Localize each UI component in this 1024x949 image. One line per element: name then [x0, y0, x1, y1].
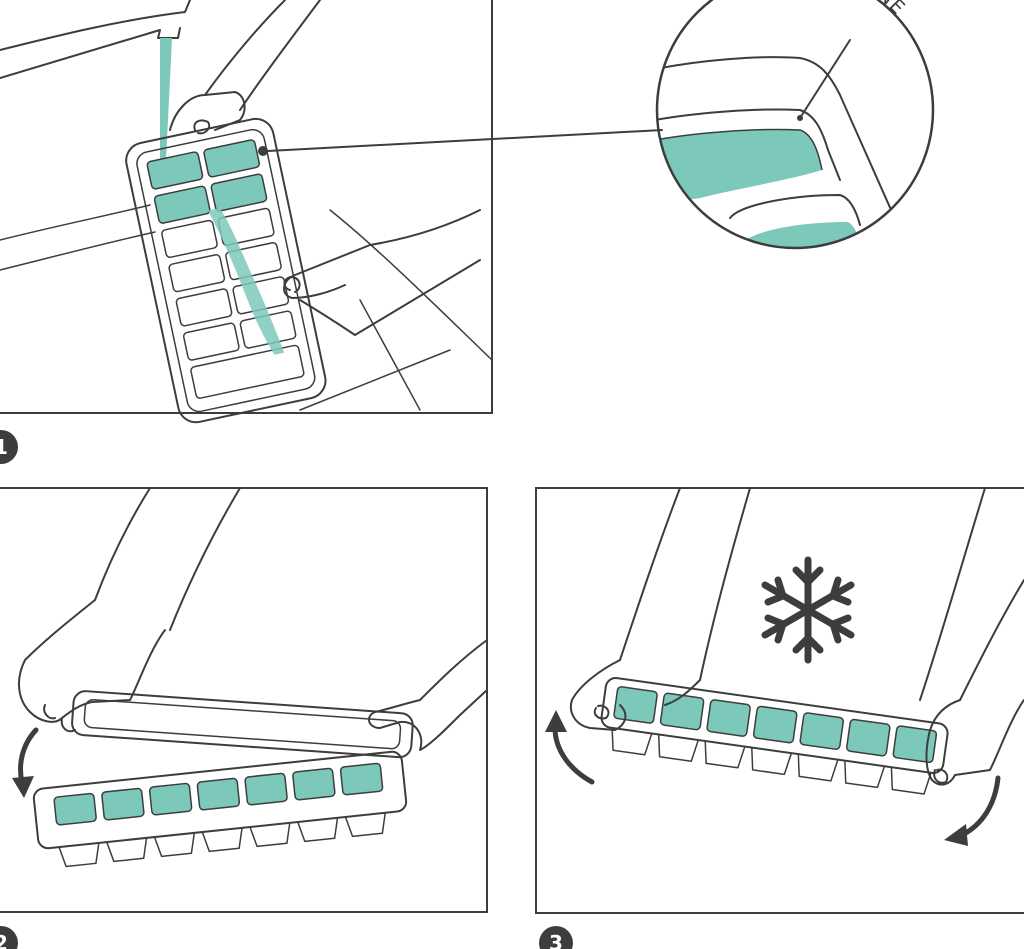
callout-water-fill [657, 129, 822, 205]
svg-text:1: 1 [0, 435, 8, 459]
fill-line-indicator [799, 39, 851, 119]
left-hand-panel-2 [18, 599, 166, 733]
right-arm-panel-3 [919, 487, 1024, 701]
sink-edge-left [0, 204, 156, 271]
max-fill-callout: MAX FILL LINE [655, 0, 935, 250]
callout-pointer-line [267, 129, 663, 152]
right-hand-panel-3 [925, 699, 1024, 786]
callout-tray-rim-inner [657, 108, 841, 181]
left-hand [169, 0, 321, 135]
twist-arrow-left-icon [552, 725, 595, 785]
svg-text:2: 2 [0, 931, 8, 949]
water-stream [160, 38, 172, 160]
panel-1-frame [0, 0, 493, 414]
left-arm [94, 487, 241, 631]
right-hand [283, 209, 481, 336]
right-arm [419, 639, 488, 701]
ice-tray-panel-2 [32, 750, 408, 868]
panel-step-1 [0, 0, 663, 424]
rotate-arrow-icon [18, 727, 39, 785]
left-hand-panel-3 [570, 659, 701, 731]
callout-tray-rim-outer [657, 56, 901, 231]
panel-3-frame [535, 487, 1024, 914]
max-fill-line-label: MAX FILL LINE [760, 0, 910, 19]
sink-edge-right [299, 209, 493, 411]
tray-rim [136, 128, 316, 413]
twist-arrow-right-icon [959, 775, 1001, 838]
snowflake-icon [761, 556, 855, 664]
panel-step-2 [0, 487, 488, 913]
panel-step-3 [535, 487, 1024, 914]
step-3-badge: 3 [539, 926, 573, 949]
tray-compartments [146, 139, 305, 399]
tray-body [125, 117, 327, 424]
right-hand-panel-2 [368, 689, 488, 751]
callout-pointer-dot [258, 146, 268, 156]
step-2-badge: 2 [0, 926, 18, 949]
step-1-badge: 1 [0, 430, 18, 464]
panel-2-frame [0, 487, 488, 913]
svg-text:3: 3 [549, 931, 563, 949]
ice-tray-panel-1 [125, 117, 327, 424]
ice-tray-panel-3 [600, 677, 949, 795]
left-arm-panel-3 [619, 487, 751, 681]
callout-circle [655, 0, 935, 250]
faucet [0, 0, 191, 79]
tray-lid [71, 690, 414, 759]
